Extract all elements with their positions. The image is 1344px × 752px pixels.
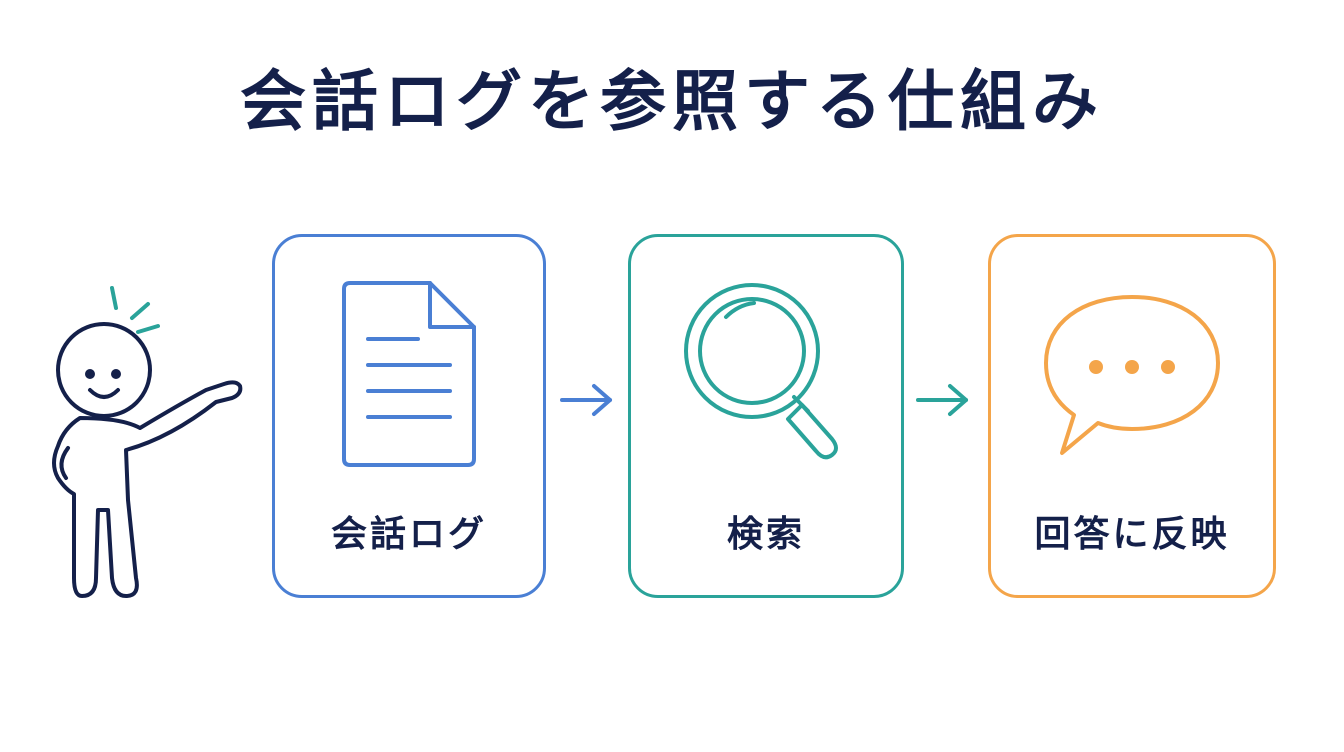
step-label: 回答に反映 (1034, 514, 1230, 555)
document-icon (275, 277, 543, 477)
speech-bubble-icon (991, 277, 1273, 477)
magnifier-icon (631, 277, 901, 477)
step-card-search: 検索 (628, 234, 904, 598)
pointing-person-icon (20, 278, 260, 618)
step-card-conversation-log: 会話ログ (272, 234, 546, 598)
step-label: 検索 (726, 514, 805, 555)
arrow-right-icon (914, 378, 974, 422)
arrow-right-icon (558, 378, 618, 422)
step-label: 会話ログ (330, 514, 487, 555)
step-card-reflect-answer: 回答に反映 (988, 234, 1276, 598)
page-title: 会話ログを参照する仕組み (240, 63, 1104, 140)
